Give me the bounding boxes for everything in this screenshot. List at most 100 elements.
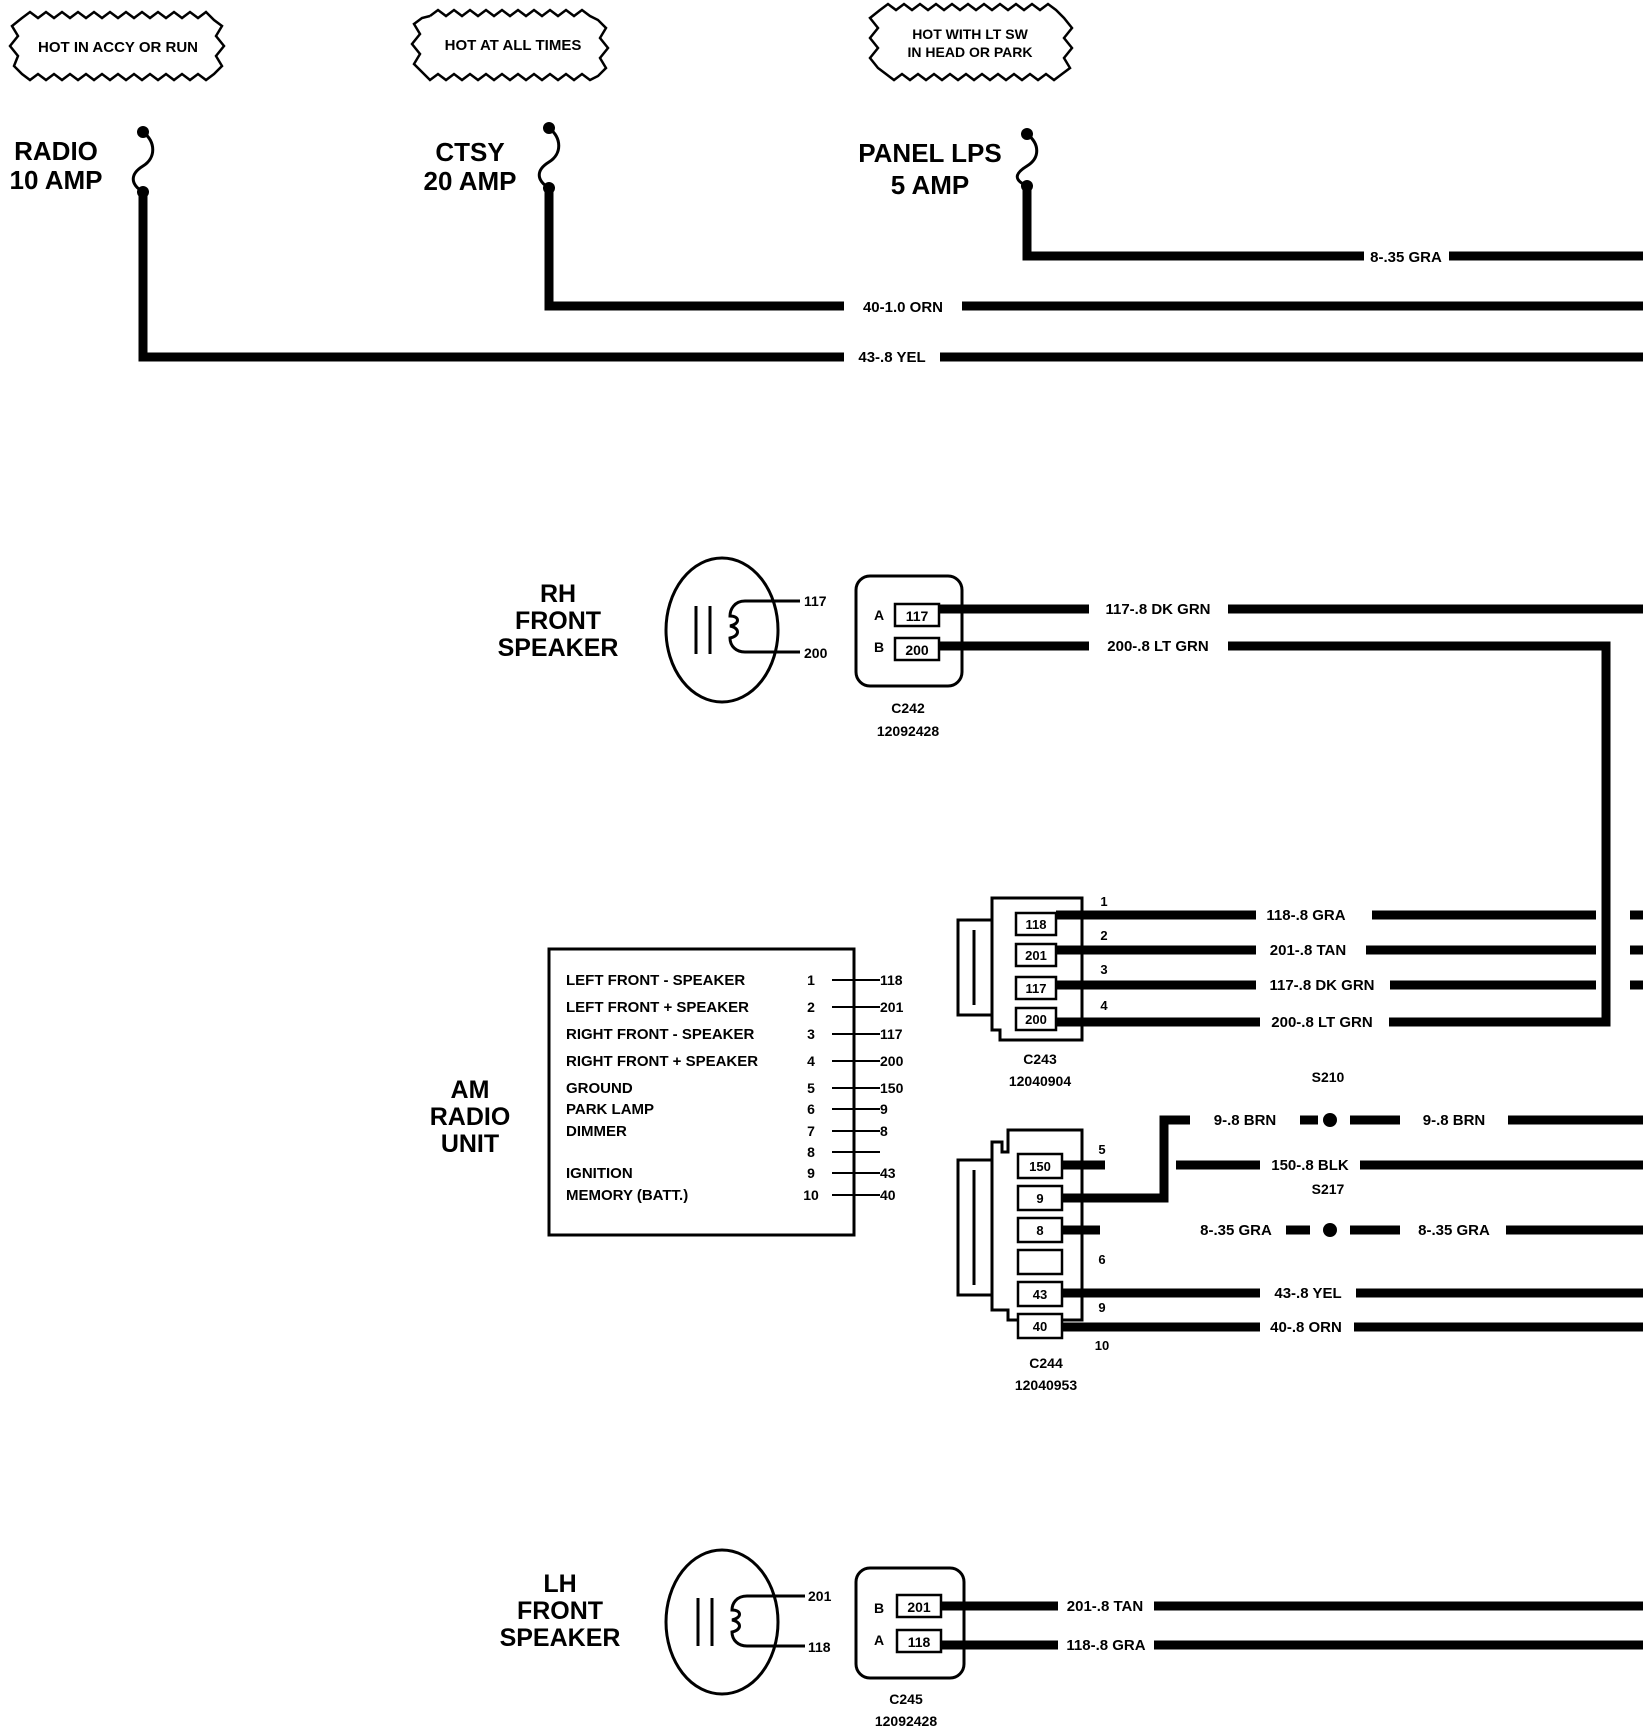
c243-pin-1: 1 xyxy=(1100,894,1107,909)
c244-cavity-empty xyxy=(1016,1248,1064,1276)
radio-pin-label: GROUND xyxy=(566,1080,633,1097)
fuse-radio-rating: 10 AMP xyxy=(10,165,103,195)
splice-s210 xyxy=(1323,1113,1337,1127)
wire-label-9-brn-left: 9-.8 BRN xyxy=(1214,1112,1277,1129)
c245-pin-a: 118 xyxy=(908,1634,931,1650)
c243-wires xyxy=(1056,910,1596,1027)
wire-label-8-gra: 8-.35 GRA xyxy=(1370,249,1442,266)
radio-pin-number: 5 xyxy=(807,1080,815,1096)
fuse-radio: RADIO 10 AMP xyxy=(10,126,155,198)
c244-pin-9: 9 xyxy=(1098,1300,1105,1315)
power-label-radio: HOT IN ACCY OR RUN xyxy=(38,39,198,56)
radio-pin-label: IGNITION xyxy=(566,1165,633,1182)
c243-name: C243 xyxy=(1023,1051,1057,1067)
radio-pin-circuit: 8 xyxy=(880,1123,888,1139)
c242-pin-b: 200 xyxy=(905,642,929,658)
radio-unit-box xyxy=(547,947,856,1237)
splice-s217 xyxy=(1323,1223,1337,1237)
fuse-panel: PANEL LPS 5 AMP xyxy=(858,128,1039,200)
fuse-ctsy: CTSY 20 AMP xyxy=(424,122,561,196)
lh-speaker-label-2: FRONT xyxy=(517,1597,603,1625)
c243-pin-4: 4 xyxy=(1100,998,1108,1013)
wire-label-40-orn: 40-1.0 ORN xyxy=(863,299,943,316)
wire-label-8-gra-left: 8-.35 GRA xyxy=(1200,1222,1272,1239)
radio-pin-number: 3 xyxy=(807,1026,815,1042)
wire-label-201-tan: 201-.8 TAN xyxy=(1270,942,1346,959)
radio-pin-number: 10 xyxy=(803,1187,819,1203)
c243-pin-2: 2 xyxy=(1100,928,1107,943)
wire-label-43-yel: 43-.8 YEL xyxy=(858,349,925,366)
lh-speaker-body xyxy=(664,1548,780,1696)
radio-pin-circuit: 43 xyxy=(880,1165,896,1181)
fuse-ctsy-name: CTSY xyxy=(435,137,504,167)
c242-name: C242 xyxy=(891,700,925,716)
connector-c243: 118 201 117 200 1 2 3 4 C243 12040904 xyxy=(956,894,1108,1089)
c244-cavity-9: 9 xyxy=(1036,1191,1043,1206)
fuse-ctsy-rating: 20 AMP xyxy=(424,166,517,196)
c245-part-number: 12092428 xyxy=(875,1713,938,1729)
wire-label-8-gra-right: 8-.35 GRA xyxy=(1418,1222,1490,1239)
radio-pin-label: MEMORY (BATT.) xyxy=(566,1187,688,1204)
radio-pin-label: LEFT FRONT + SPEAKER xyxy=(566,999,749,1016)
wire-label-117-dk-grn-c243: 117-.8 DK GRN xyxy=(1269,977,1374,994)
wire-label-200-lt-grn: 200-.8 LT GRN xyxy=(1107,638,1208,655)
radio-pin-circuit: 40 xyxy=(880,1187,896,1203)
radio-pin-number: 6 xyxy=(807,1101,815,1117)
radio-pin-number: 2 xyxy=(807,999,815,1015)
c244-cavity-40: 40 xyxy=(1033,1319,1047,1334)
c245-pin-letter-a: A xyxy=(874,1632,884,1648)
connector-c242: A 117 B 200 C242 12092428 xyxy=(854,574,964,739)
c244-pin-5: 5 xyxy=(1098,1142,1105,1157)
c243-pin-3: 3 xyxy=(1100,962,1107,977)
power-burst-ctsy: HOT AT ALL TIMES xyxy=(410,8,610,82)
lh-speaker-terminal-top: 201 xyxy=(808,1588,832,1604)
c244-part-number: 12040953 xyxy=(1015,1377,1078,1393)
radio-pin-label: PARK LAMP xyxy=(566,1101,654,1118)
c243-cavity-4: 200 xyxy=(1025,1012,1047,1027)
lh-speaker-terminal-bottom: 118 xyxy=(808,1639,831,1655)
c245-name: C245 xyxy=(889,1691,923,1707)
radio-pin-number: 9 xyxy=(807,1165,815,1181)
c242-pin-letter-a: A xyxy=(874,607,884,623)
power-label-panel-1: HOT WITH LT SW xyxy=(912,26,1028,42)
c244-name: C244 xyxy=(1029,1355,1063,1371)
rh-speaker-label-3: SPEAKER xyxy=(498,634,619,662)
connector-c245: B 201 A 118 C245 12092428 xyxy=(854,1566,966,1729)
rh-speaker-body xyxy=(664,556,780,704)
c244-wires xyxy=(1062,1115,1643,1332)
c243-part-number: 12040904 xyxy=(1009,1073,1072,1089)
lh-front-speaker: LH FRONT SPEAKER 201 118 xyxy=(500,1548,832,1696)
wire-label-9-brn-right: 9-.8 BRN xyxy=(1423,1112,1486,1129)
wire-label-150-blk: 150-.8 BLK xyxy=(1271,1157,1349,1174)
radio-pin-circuit: 201 xyxy=(880,999,904,1015)
lh-speaker-label-3: SPEAKER xyxy=(500,1624,621,1652)
fuse-panel-name: PANEL LPS xyxy=(858,138,1002,168)
c244-pin-10: 10 xyxy=(1095,1338,1109,1353)
radio-pin-number: 1 xyxy=(807,972,815,988)
rh-front-speaker: RH FRONT SPEAKER 117 200 xyxy=(498,556,828,704)
lh-speaker-wires xyxy=(941,1601,1643,1650)
radio-pin-circuit: 200 xyxy=(880,1053,904,1069)
c244-cavity-8: 8 xyxy=(1036,1223,1043,1238)
radio-pin-number: 4 xyxy=(807,1053,815,1069)
lh-speaker-label-1: LH xyxy=(543,1570,576,1598)
c243-cavity-2: 201 xyxy=(1025,948,1047,963)
rh-speaker-wires xyxy=(939,604,1643,1027)
radio-pin-label: RIGHT FRONT + SPEAKER xyxy=(566,1053,758,1070)
splice-label-s217: S217 xyxy=(1312,1181,1345,1197)
c244-cavity-150: 150 xyxy=(1029,1159,1051,1174)
wire-label-118-gra: 118-.8 GRA xyxy=(1266,907,1345,924)
c242-pin-a: 117 xyxy=(906,608,929,624)
radio-pin-label: DIMMER xyxy=(566,1123,627,1140)
power-label-ctsy: HOT AT ALL TIMES xyxy=(445,37,582,54)
c245-pin-b: 201 xyxy=(907,1599,931,1615)
wire-label-201-tan-lh: 201-.8 TAN xyxy=(1067,1598,1143,1615)
radio-pin-circuit: 150 xyxy=(880,1080,904,1096)
splice-label-s210: S210 xyxy=(1312,1069,1345,1085)
radio-pin-circuit: 117 xyxy=(880,1026,903,1042)
radio-pin-label: LEFT FRONT - SPEAKER xyxy=(566,972,745,989)
radio-pin-circuit: 118 xyxy=(880,972,903,988)
rh-speaker-terminal-bottom: 200 xyxy=(804,645,828,661)
